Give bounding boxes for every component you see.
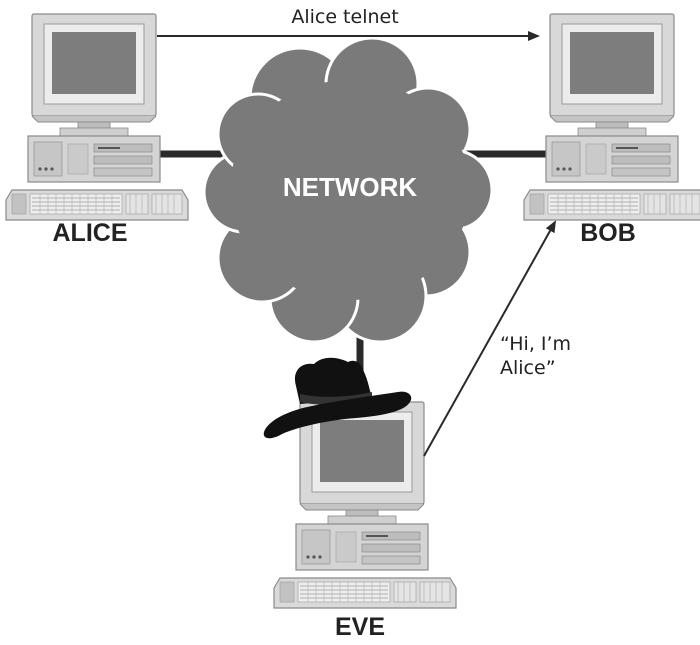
alice-computer-icon [5,13,189,221]
black-hat-icon [263,357,412,439]
spoof-message-line-2: Alice” [500,357,556,379]
eve-computer-icon [273,401,457,609]
spoof-arrow [423,220,556,457]
eve-label: EVE [335,613,385,641]
network-cloud-icon [202,36,494,344]
alice-label: ALICE [53,219,128,247]
bob-label: BOB [580,219,636,247]
alice-telnet-label: Alice telnet [291,6,398,28]
bob-computer-icon [523,13,700,221]
spoof-message: “Hi, I’m Alice” [500,333,577,379]
network-label: NETWORK [283,172,418,202]
spoof-message-line-1: “Hi, I’m [500,333,571,355]
